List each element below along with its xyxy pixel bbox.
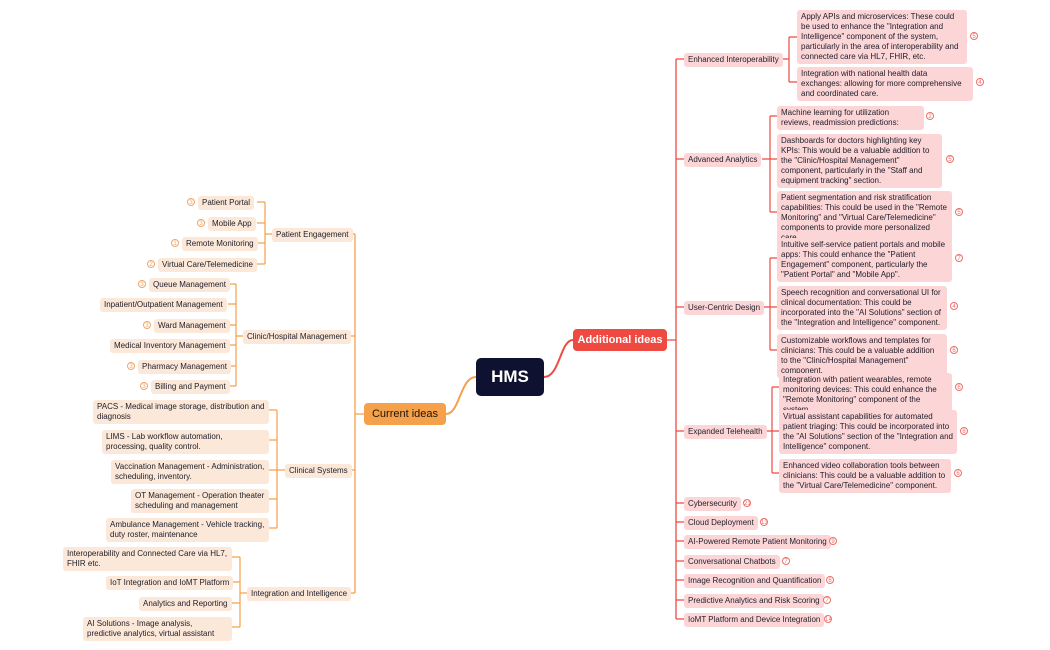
ml-utilization-node[interactable]: Machine learning for utilization reviews… — [777, 106, 924, 130]
additional-ideas-node[interactable]: Additional ideas — [573, 329, 667, 351]
patient-segmentation-node[interactable]: Patient segmentation and risk stratifica… — [777, 191, 952, 245]
count-badge: 5 — [970, 32, 978, 40]
lims-node[interactable]: LIMS - Lab workflow automation, processi… — [102, 430, 269, 454]
patient-engagement-node[interactable]: Patient Engagement — [272, 228, 353, 242]
predictive-analytics-node[interactable]: Predictive Analytics and Risk Scoring — [684, 594, 824, 608]
virtual-assistant-node[interactable]: Virtual assistant capabilities for autom… — [779, 410, 957, 454]
mobile-app-node[interactable]: Mobile App — [208, 217, 256, 231]
count-badge: 6 — [954, 469, 962, 477]
count-badge: 3 — [197, 219, 205, 227]
medical-inventory-node[interactable]: Medical Inventory Management — [110, 339, 230, 353]
count-badge: 6 — [950, 346, 958, 354]
enhanced-interoperability-node[interactable]: Enhanced Interoperability — [684, 53, 783, 67]
advanced-analytics-node[interactable]: Advanced Analytics — [684, 153, 762, 167]
queue-management-node[interactable]: Queue Management — [149, 278, 230, 292]
count-badge: 4 — [976, 78, 984, 86]
clinical-systems-node[interactable]: Clinical Systems — [285, 464, 352, 478]
cybersecurity-node[interactable]: Cybersecurity — [684, 497, 741, 511]
count-badge: 9 — [829, 537, 837, 545]
count-badge: 2 — [147, 260, 155, 268]
inpatient-outpatient-node[interactable]: Inpatient/Outpatient Management — [100, 298, 227, 312]
count-badge: 21 — [743, 499, 751, 507]
count-badge: 3 — [140, 382, 148, 390]
customizable-workflows-node[interactable]: Customizable workflows and templates for… — [777, 334, 947, 378]
count-badge: 6 — [960, 427, 968, 435]
apis-microservices-node[interactable]: Apply APIs and microservices: These coul… — [797, 10, 967, 64]
count-badge: 3 — [187, 198, 195, 206]
count-badge: 3 — [138, 280, 146, 288]
national-exchange-node[interactable]: Integration with national health data ex… — [797, 67, 973, 101]
cloud-deployment-node[interactable]: Cloud Deployment — [684, 516, 758, 530]
count-badge: 14 — [824, 615, 832, 623]
patient-portal-node[interactable]: Patient Portal — [198, 196, 255, 210]
ai-solutions-node[interactable]: AI Solutions - Image analysis, predictiv… — [83, 617, 232, 641]
pacs-node[interactable]: PACS - Medical image storage, distributi… — [93, 400, 269, 424]
count-badge: 2 — [926, 112, 934, 120]
count-badge: 1 — [171, 239, 179, 247]
video-collaboration-node[interactable]: Enhanced video collaboration tools betwe… — [779, 459, 951, 493]
count-badge: 7 — [955, 254, 963, 262]
user-centric-design-node[interactable]: User-Centric Design — [684, 301, 765, 315]
count-badge: 6 — [955, 383, 963, 391]
self-service-portals-node[interactable]: Intuitive self-service patient portals a… — [777, 238, 952, 282]
virtual-care-node[interactable]: Virtual Care/Telemedicine — [158, 258, 258, 272]
iomt-platform-node[interactable]: IoMT Platform and Device Integration — [684, 613, 825, 627]
ambulance-node[interactable]: Ambulance Management - Vehicle tracking,… — [106, 518, 269, 542]
conversational-chatbots-node[interactable]: Conversational Chatbots — [684, 555, 780, 569]
count-badge: 3 — [127, 362, 135, 370]
ai-remote-monitoring-node[interactable]: AI-Powered Remote Patient Monitoring — [684, 535, 831, 549]
image-recognition-node[interactable]: Image Recognition and Quantification — [684, 574, 826, 588]
count-badge: 4 — [950, 302, 958, 310]
count-badge: 7 — [823, 596, 831, 604]
count-badge: 5 — [955, 208, 963, 216]
clinic-management-node[interactable]: Clinic/Hospital Management — [243, 330, 351, 344]
count-badge: 6 — [826, 576, 834, 584]
root-node[interactable]: HMS — [476, 358, 544, 396]
interoperability-node[interactable]: Interoperability and Connected Care via … — [63, 547, 232, 571]
count-badge: 3 — [143, 321, 151, 329]
analytics-reporting-node[interactable]: Analytics and Reporting — [139, 597, 232, 611]
vaccination-node[interactable]: Vaccination Management - Administration,… — [111, 460, 269, 484]
dashboards-node[interactable]: Dashboards for doctors highlighting key … — [777, 134, 942, 188]
remote-monitoring-node[interactable]: Remote Monitoring — [182, 237, 258, 251]
expanded-telehealth-node[interactable]: Expanded Telehealth — [684, 425, 767, 439]
count-badge: 5 — [946, 155, 954, 163]
speech-recognition-node[interactable]: Speech recognition and conversational UI… — [777, 286, 947, 330]
billing-payment-node[interactable]: Billing and Payment — [151, 380, 230, 394]
wearables-node[interactable]: Integration with patient wearables, remo… — [779, 373, 952, 417]
current-ideas-node[interactable]: Current ideas — [364, 403, 446, 425]
ot-management-node[interactable]: OT Management - Operation theater schedu… — [131, 489, 269, 513]
integration-intelligence-node[interactable]: Integration and Intelligence — [247, 587, 352, 601]
count-badge: 7 — [782, 557, 790, 565]
count-badge: 13 — [760, 518, 768, 526]
ward-management-node[interactable]: Ward Management — [154, 319, 230, 333]
pharmacy-management-node[interactable]: Pharmacy Management — [138, 360, 231, 374]
iot-integration-node[interactable]: IoT Integration and IoMT Platform — [106, 576, 234, 590]
